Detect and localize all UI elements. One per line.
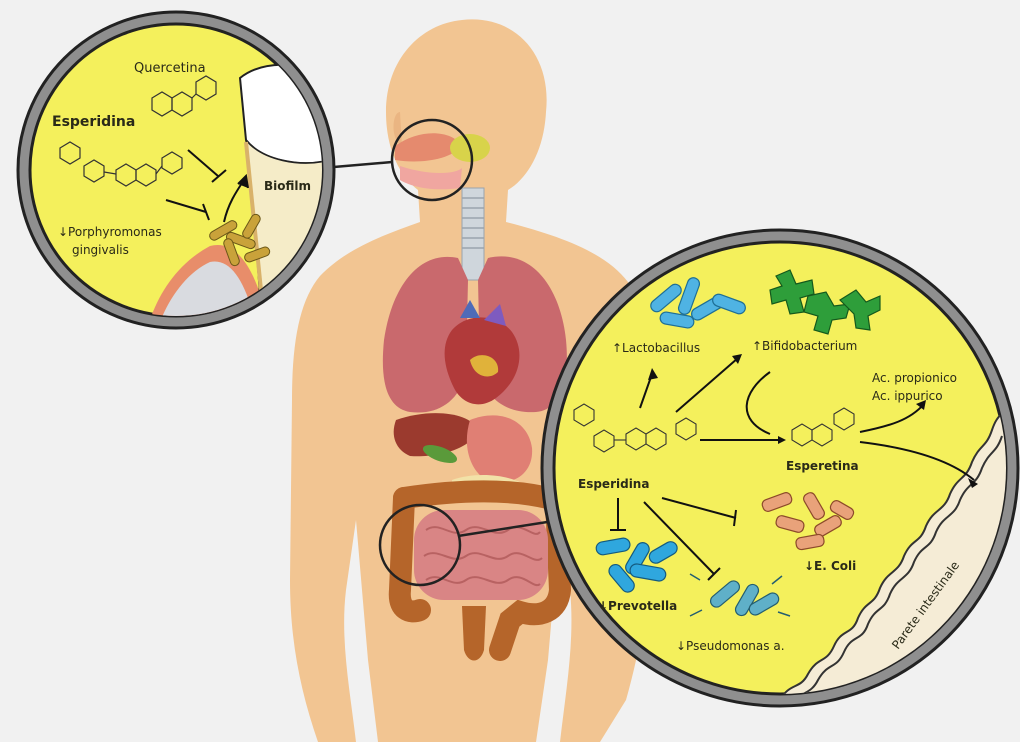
prevotella-label: ↓Prevotella: [598, 599, 677, 613]
organs: [383, 133, 567, 660]
lactobacillus-label: ↑Lactobacillus: [612, 341, 700, 355]
esperetina-label: Esperetina: [786, 459, 859, 473]
oral-inset: Quercetina Esperidina Biofilm ↓Porphyrom…: [18, 12, 334, 330]
bifidobacterium-label: ↑Bifidobacterium: [752, 339, 857, 353]
quercetina-label: Quercetina: [134, 61, 206, 76]
porphyromonas-label: ↓Porphyromonas: [58, 225, 162, 239]
esperidina-label: Esperidina: [52, 114, 135, 130]
gingivalis-label: gingivalis: [72, 243, 129, 257]
pseudomonas-label: ↓Pseudomonas a.: [676, 639, 785, 653]
ac-propionico-label: Ac. propionico: [872, 371, 957, 385]
trachea: [462, 188, 484, 280]
rectum: [462, 606, 486, 661]
e-coli-label: ↓E. Coli: [804, 559, 856, 573]
esperidina-gut-label: Esperidina: [578, 477, 649, 491]
biofilm-label: Biofilm: [264, 179, 311, 193]
ac-ippurico-label: Ac. ippurico: [872, 389, 943, 403]
